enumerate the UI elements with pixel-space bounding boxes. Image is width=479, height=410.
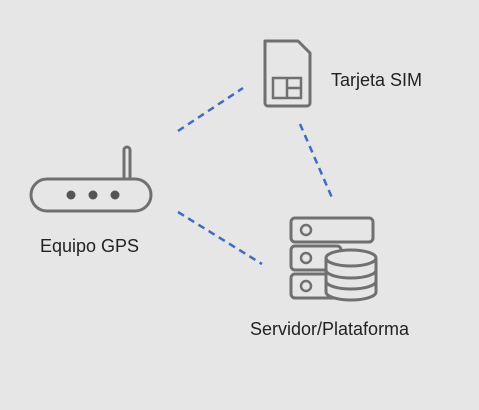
- sim-card-label: Tarjeta SIM: [331, 70, 423, 90]
- sim-card-icon: [263, 39, 312, 108]
- link-gps-server: [177, 210, 263, 266]
- server-database-icon: [289, 216, 378, 302]
- gps-device-label: Equipo GPS: [40, 236, 140, 256]
- link-gps-sim: [177, 86, 244, 133]
- link-sim-server: [298, 123, 335, 201]
- server-platform-label: Servidor/Plataforma: [250, 319, 410, 339]
- router-icon: [29, 145, 153, 213]
